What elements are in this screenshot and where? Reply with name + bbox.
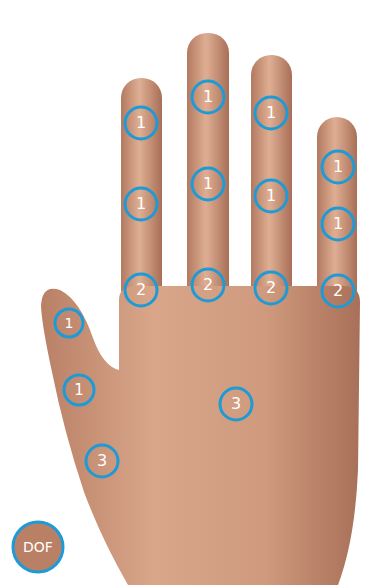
- dof-circle: 2: [320, 273, 356, 309]
- circle-shape: [13, 522, 63, 572]
- dof-number: 1: [74, 383, 84, 398]
- dof-number: 2: [266, 280, 276, 296]
- dof-circle: 1: [253, 178, 289, 214]
- dof-number: 1: [203, 176, 213, 192]
- circle-shape: [55, 309, 83, 337]
- dof-number: 2: [333, 283, 343, 299]
- circle-shape: [86, 445, 118, 477]
- index-finger: [121, 78, 162, 318]
- legend-label: DOF: [23, 540, 53, 554]
- dof-number: 2: [136, 282, 146, 298]
- circle-shape: [220, 388, 252, 420]
- circle-shape: [255, 97, 287, 129]
- dof-number: 3: [231, 396, 241, 412]
- dof-circle: 2: [190, 267, 226, 303]
- dof-circle: 1: [190, 79, 226, 115]
- ring-finger: [251, 55, 292, 318]
- middle-finger: [187, 33, 229, 318]
- dof-number: 1: [266, 105, 276, 121]
- circle-shape: [192, 81, 224, 113]
- dof-number: 1: [266, 188, 276, 204]
- dof-circle: 1: [320, 206, 356, 242]
- dof-number: 1: [333, 159, 343, 175]
- dof-circle: 1: [320, 149, 356, 185]
- dof-circle: 3: [84, 443, 120, 479]
- circle-shape: [125, 188, 157, 220]
- dof-number: 2: [203, 277, 213, 293]
- dof-circle: 2: [123, 272, 159, 308]
- dof-circle: 3: [218, 386, 254, 422]
- dof-number: 1: [136, 196, 146, 212]
- circle-shape: [125, 274, 157, 306]
- circle-shape: [125, 107, 157, 139]
- dof-circle: 1: [123, 186, 159, 222]
- dof-circle: 2: [253, 270, 289, 306]
- dof-number: 1: [203, 89, 213, 105]
- circle-shape: [322, 208, 354, 240]
- circle-shape: [255, 180, 287, 212]
- circle-shape: [192, 168, 224, 200]
- dof-number: 1: [333, 216, 343, 232]
- little-finger: [317, 117, 357, 317]
- dof-circle: 1: [62, 373, 96, 407]
- dof-circle: 1: [190, 166, 226, 202]
- dof-circle: 1: [253, 95, 289, 131]
- dof-circle: 1: [53, 307, 85, 339]
- dof-number: 1: [65, 316, 74, 330]
- circle-shape: [322, 151, 354, 183]
- circle-shape: [322, 275, 354, 307]
- dof-circle: 1: [123, 105, 159, 141]
- circle-shape: [255, 272, 287, 304]
- palm-and-thumb: [41, 286, 360, 585]
- circle-shape: [192, 269, 224, 301]
- legend-circle: DOF: [11, 520, 65, 574]
- circle-shape: [64, 375, 94, 405]
- dof-number: 1: [136, 115, 146, 131]
- dof-number: 3: [97, 453, 107, 469]
